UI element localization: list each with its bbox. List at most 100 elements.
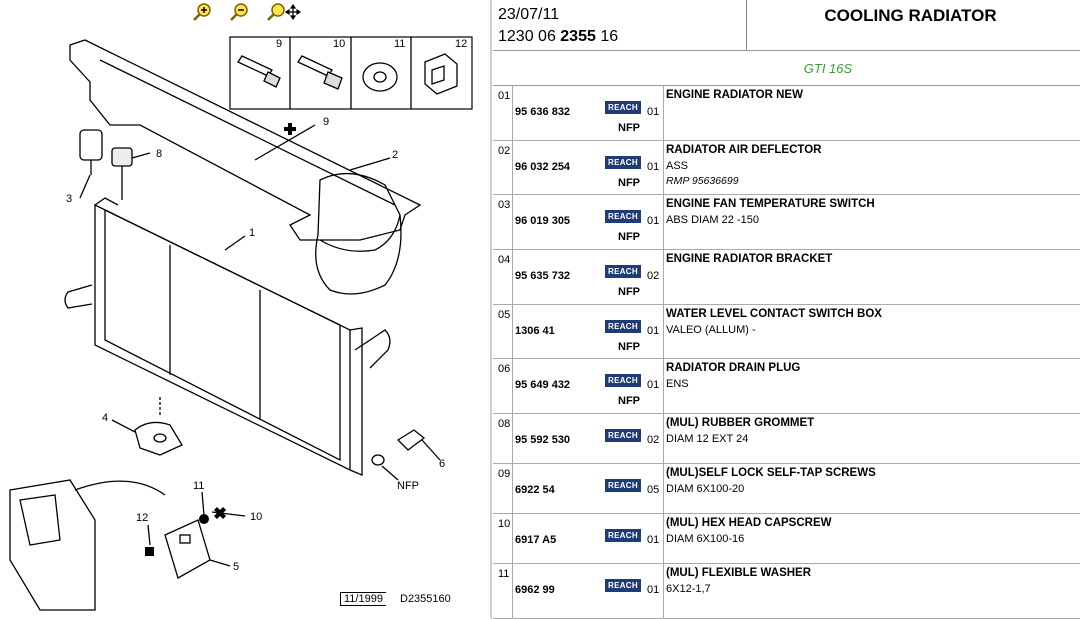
nfp-flag: NFP [618, 286, 640, 298]
model-rule [493, 85, 1080, 86]
row-divider [493, 358, 1080, 359]
callout-4: 4 [102, 412, 109, 424]
callout-9: 9 [323, 116, 330, 128]
part-number[interactable]: 6917 A5 [515, 534, 557, 546]
zoom-pan-icon[interactable] [265, 2, 301, 22]
item-index: 05 [498, 309, 511, 321]
inset-label-12: 12 [455, 38, 468, 50]
model-name: GTI 16S [803, 61, 853, 76]
column-divider [663, 514, 664, 564]
part-number[interactable]: 95 635 732 [515, 270, 571, 282]
column-divider [663, 250, 664, 305]
part-number[interactable]: 96 032 254 [515, 161, 571, 173]
zoom-in-icon[interactable] [191, 2, 217, 22]
part-number[interactable]: 1306 41 [515, 325, 555, 337]
reach-badge: REACH [605, 101, 641, 114]
callout-6: 6 [439, 458, 446, 470]
column-divider [663, 195, 664, 250]
part-description: (MUL) FLEXIBLE WASHER [666, 567, 812, 579]
part-spec: 6X12-1,7 [666, 583, 711, 595]
item-index: 02 [498, 145, 511, 157]
reach-badge: REACH [605, 429, 641, 442]
page-title: COOLING RADIATOR [824, 6, 997, 25]
drawing-ref: D2355160 [400, 593, 451, 605]
callout-8: 8 [156, 148, 163, 160]
column-divider [512, 414, 513, 464]
part-number[interactable]: 95 649 432 [515, 379, 571, 391]
quantity: 01 [647, 584, 660, 596]
header-divider [746, 0, 747, 50]
panel-divider [490, 0, 492, 619]
part-description: ENGINE RADIATOR NEW [666, 89, 803, 101]
part-number[interactable]: 6962 99 [515, 584, 555, 596]
reach-badge: REACH [605, 320, 641, 333]
column-divider [663, 464, 664, 514]
callout-12: 12 [136, 512, 149, 524]
quantity: 05 [647, 484, 660, 496]
exploded-diagram-panel: 9 10 11 12 1 2 3 4 5 6 8 9 10 11 12 NFP … [0, 0, 490, 619]
inset-label-10: 10 [333, 38, 346, 50]
part-spec: ASS [666, 160, 689, 172]
quantity: 02 [647, 434, 660, 446]
quantity: 01 [647, 215, 660, 227]
reach-badge: REACH [605, 265, 641, 278]
quantity: 02 [647, 270, 660, 282]
part-number[interactable]: 96 019 305 [515, 215, 571, 227]
item-index: 08 [498, 418, 511, 430]
header-reference: 1230 06 2355 16 [498, 28, 619, 45]
column-divider [663, 305, 664, 359]
nfp-flag: NFP [618, 341, 640, 353]
part-spec: DIAM 6X100-16 [666, 533, 745, 545]
part-description: (MUL) HEX HEAD CAPSCREW [666, 517, 832, 529]
row-divider [493, 563, 1080, 564]
part-description: WATER LEVEL CONTACT SWITCH BOX [666, 308, 882, 320]
inset-label-9: 9 [276, 38, 283, 50]
reach-badge: REACH [605, 579, 641, 592]
column-divider [512, 86, 513, 141]
nfp-flag: NFP [618, 231, 640, 243]
part-number[interactable]: 6922 54 [515, 484, 555, 496]
row-divider [493, 194, 1080, 195]
nfp-flag: NFP [618, 177, 640, 189]
part-spec: ABS DIAM 22 -150 [666, 214, 759, 226]
part-description: RADIATOR DRAIN PLUG [666, 362, 801, 374]
row-divider [493, 140, 1080, 141]
part-note: RMP 95636699 [666, 175, 739, 187]
quantity: 01 [647, 379, 660, 391]
date-code: 11/1999 [340, 592, 386, 606]
callout-3: 3 [66, 193, 73, 205]
row-divider [493, 413, 1080, 414]
row-divider [493, 513, 1080, 514]
part-description: RADIATOR AIR DEFLECTOR [666, 144, 822, 156]
reach-badge: REACH [605, 374, 641, 387]
part-number[interactable]: 95 592 530 [515, 434, 571, 446]
radiator-exploded-drawing [9, 36, 473, 611]
column-divider [663, 359, 664, 414]
column-divider [512, 464, 513, 514]
nfp-flag: NFP [618, 395, 640, 407]
part-spec: DIAM 6X100-20 [666, 483, 745, 495]
reach-badge: REACH [605, 210, 641, 223]
item-index: 10 [498, 518, 511, 530]
callout-2: 2 [392, 149, 399, 161]
part-description: ENGINE RADIATOR BRACKET [666, 253, 833, 265]
part-number[interactable]: 95 636 832 [515, 106, 571, 118]
zoom-out-icon[interactable] [228, 2, 254, 22]
quantity: 01 [647, 325, 660, 337]
part-description: (MUL)SELF LOCK SELF-TAP SCREWS [666, 467, 876, 479]
reach-badge: REACH [605, 479, 641, 492]
column-divider [663, 414, 664, 464]
part-description: ENGINE FAN TEMPERATURE SWITCH [666, 198, 875, 210]
column-divider [512, 195, 513, 250]
callout-1: 1 [249, 227, 256, 239]
